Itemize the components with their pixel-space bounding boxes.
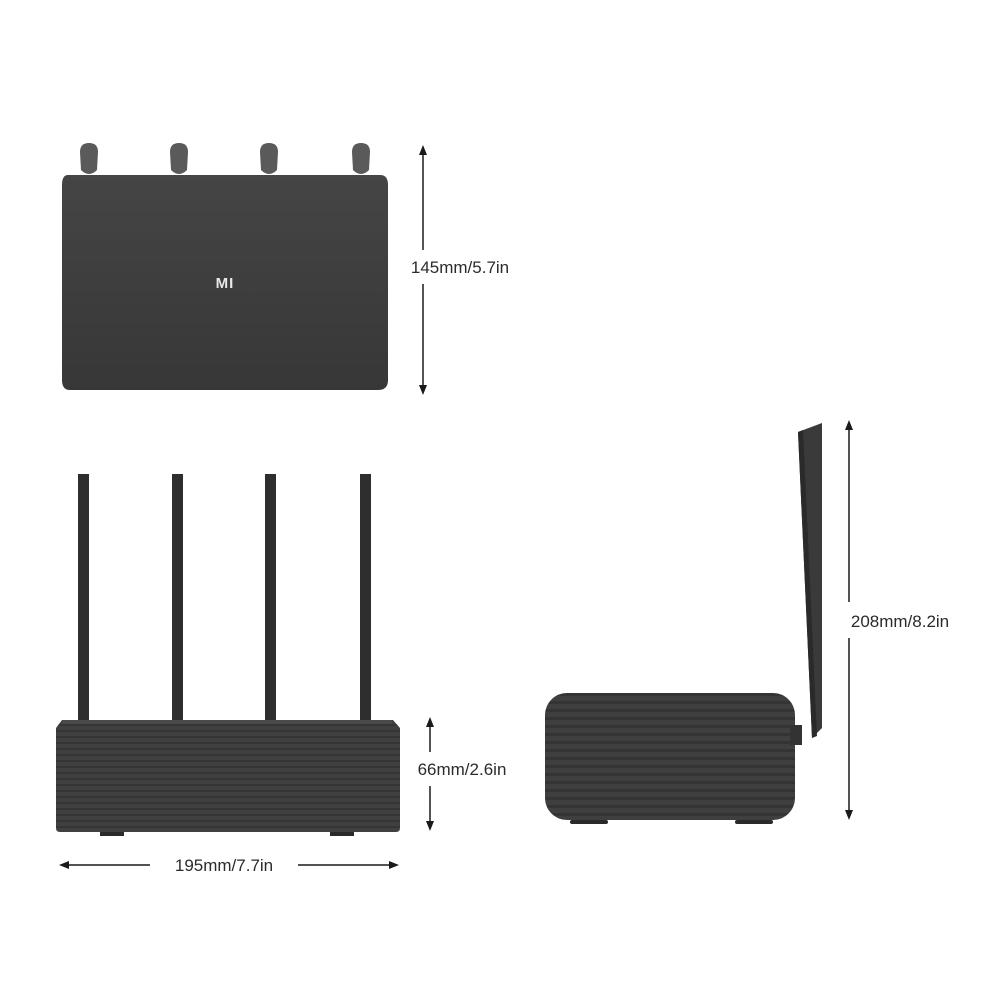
antenna [78, 474, 89, 722]
front-width-dimension: 195mm/7.7in [59, 856, 399, 875]
front-width-label: 195mm/7.7in [175, 856, 273, 875]
router-top-body [62, 175, 388, 390]
side-height-label: 208mm/8.2in [851, 612, 949, 631]
router-front-view [56, 474, 400, 836]
mi-logo: MI [216, 275, 235, 292]
antenna [265, 474, 276, 722]
router-foot [570, 820, 608, 824]
router-foot [735, 820, 773, 824]
router-side-body [545, 693, 795, 820]
router-side-view [545, 423, 822, 824]
antenna [172, 474, 183, 722]
router-foot [330, 832, 354, 836]
router-foot [100, 832, 124, 836]
top-height-label: 145mm/5.7in [411, 258, 509, 277]
side-height-dimension: 208mm/8.2in [845, 420, 949, 820]
front-height-dimension: 66mm/2.6in [418, 717, 507, 831]
router-front-body [56, 720, 400, 832]
front-height-label: 66mm/2.6in [418, 760, 507, 779]
router-top-view: MI [62, 143, 388, 390]
top-height-dimension: 145mm/5.7in [411, 145, 509, 395]
antenna [360, 474, 371, 722]
